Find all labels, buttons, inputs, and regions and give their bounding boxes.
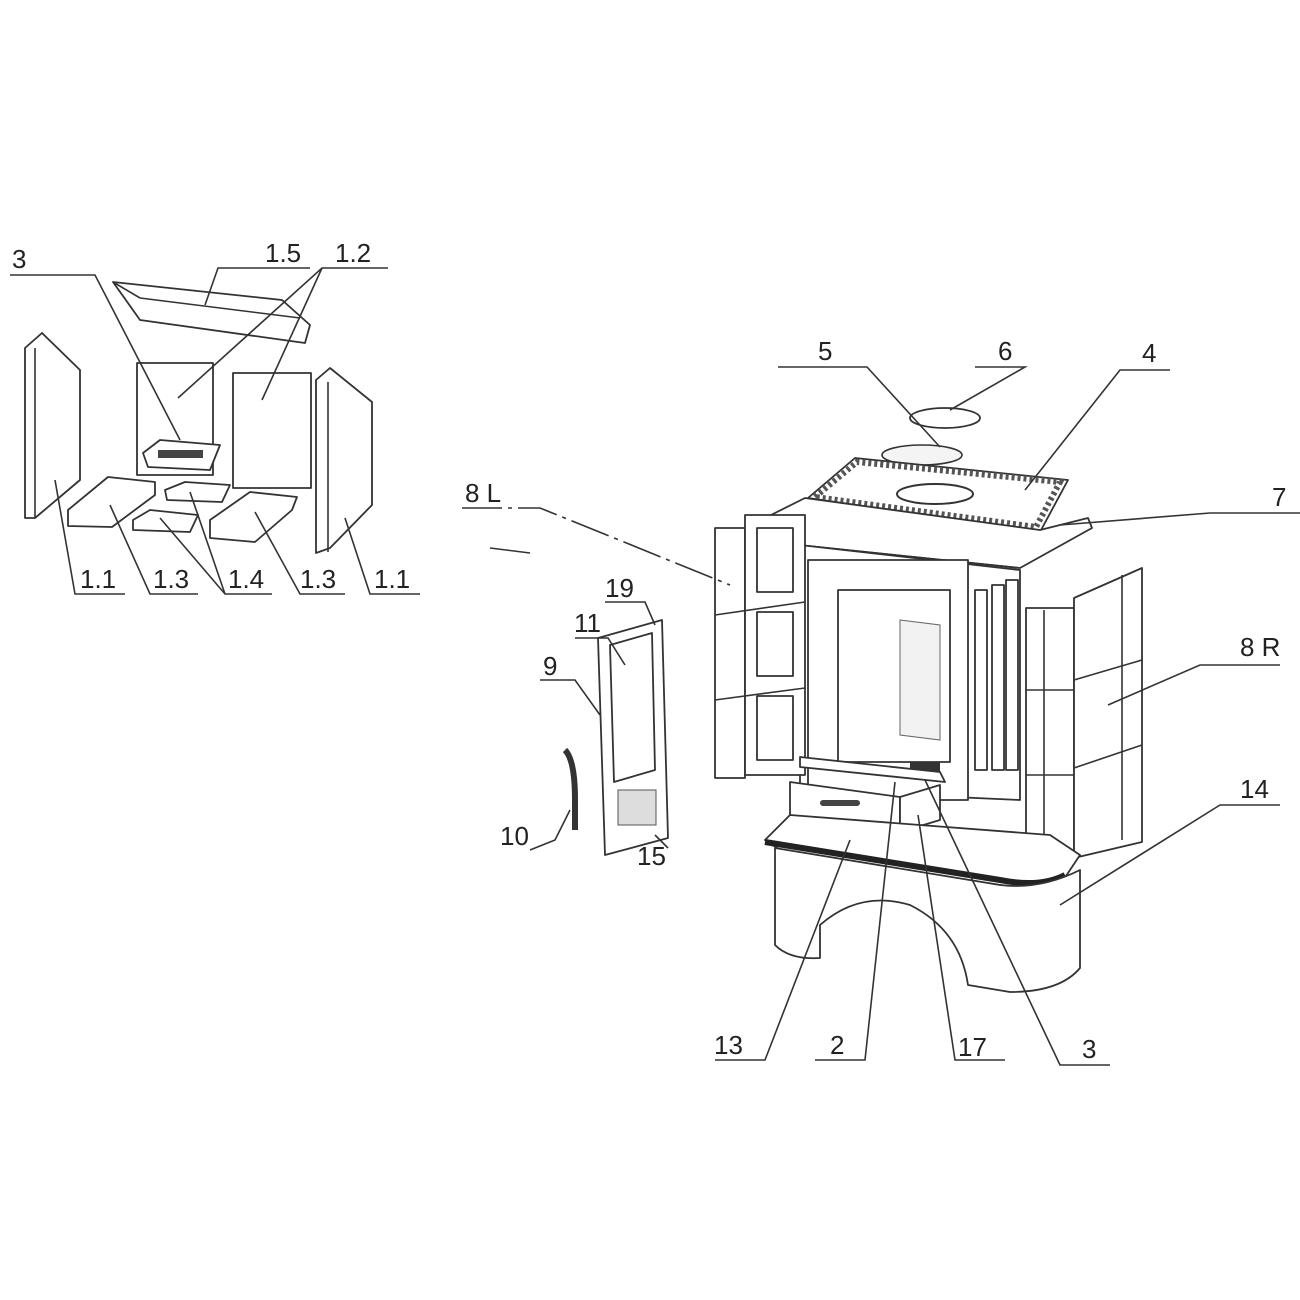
- label-8l: 8 L: [465, 478, 501, 508]
- label-17: 17: [958, 1032, 987, 1062]
- label-14: 14: [1240, 774, 1269, 804]
- label-1-3-left: 1.3: [153, 564, 189, 594]
- label-8r: 8 R: [1240, 632, 1280, 662]
- label-15: 15: [637, 841, 666, 871]
- part-1-1-right-side: [315, 367, 373, 554]
- firebox-liner-group: 3 1.5 1.2 1.1 1.3 1.4 1.3 1.1: [10, 238, 420, 595]
- label-9: 9: [543, 651, 557, 681]
- part-14-base: [774, 847, 1081, 993]
- part-8l-left-tile-door: [714, 514, 806, 779]
- part-10-door-handle: [562, 747, 578, 830]
- label-13: 13: [714, 1030, 743, 1060]
- label-10: 10: [500, 821, 529, 851]
- drawer-handle-icon: [820, 800, 860, 806]
- part-3-ash-tray: [142, 439, 221, 471]
- part-1-4-floor-brick-upper: [164, 481, 231, 503]
- part-1-3-floor-brick-right: [209, 491, 298, 543]
- part-9-glass-door: [597, 619, 669, 856]
- label-2: 2: [830, 1030, 844, 1060]
- label-1-1-left: 1.1: [80, 564, 116, 594]
- label-1-1-right: 1.1: [374, 564, 410, 594]
- label-1-5: 1.5: [265, 238, 301, 268]
- ash-grate: [910, 762, 940, 772]
- part-6-ring: [909, 407, 981, 429]
- label-5: 5: [818, 336, 832, 366]
- label-6: 6: [998, 336, 1012, 366]
- label-3-stove: 3: [1082, 1034, 1096, 1064]
- part-8r-right-tile-door: [1025, 567, 1143, 859]
- part-1-3-floor-brick-left: [67, 476, 156, 528]
- part-1-2-back-panel-right: [232, 372, 312, 489]
- side-ribs: [974, 579, 1019, 771]
- part-1-5-top-slab: [112, 281, 311, 344]
- label-1-4: 1.4: [228, 564, 264, 594]
- part-1-1-left-side: [24, 332, 81, 519]
- label-1-2: 1.2: [335, 238, 371, 268]
- label-19: 19: [605, 573, 634, 603]
- part-1-4-floor-brick-lower: [132, 509, 199, 533]
- label-7: 7: [1272, 482, 1286, 512]
- stove-group: 5 6 4 7 8 L 8 R 14 19 11 9 10 15 13 2 17…: [462, 336, 1300, 1066]
- label-4: 4: [1142, 338, 1156, 368]
- label-1-3-right: 1.3: [300, 564, 336, 594]
- label-11: 11: [574, 608, 601, 638]
- label-3: 3: [12, 244, 26, 274]
